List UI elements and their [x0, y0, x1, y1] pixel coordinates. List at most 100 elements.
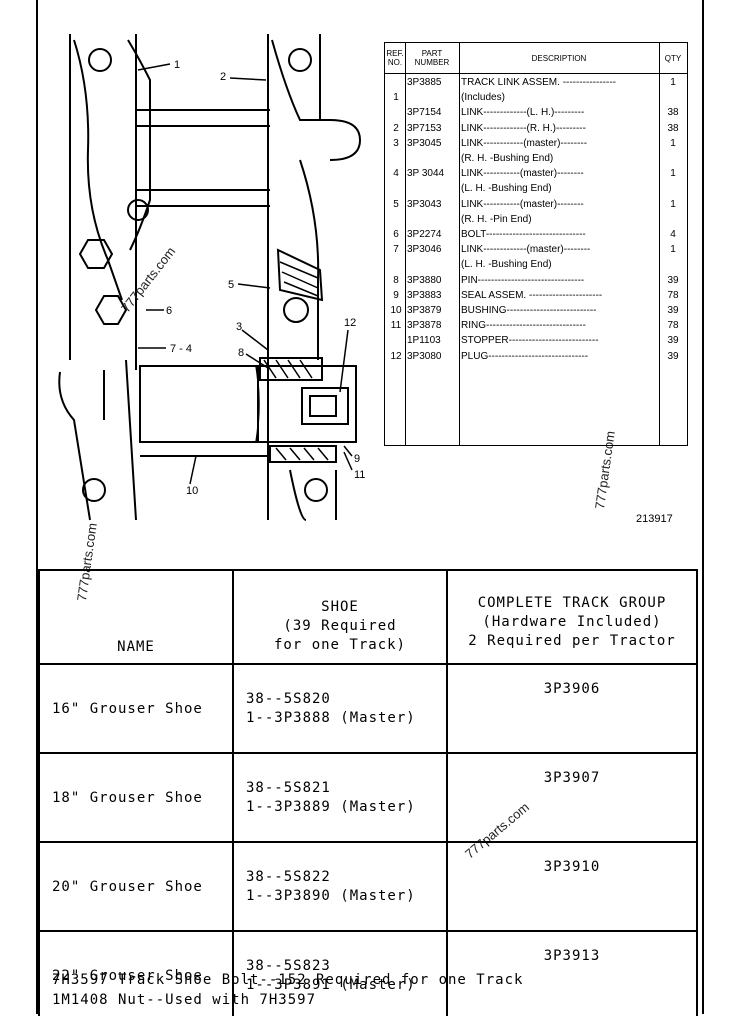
part-number: 3P3880: [407, 274, 442, 286]
part-description: (L. H. -Bushing End): [461, 183, 552, 195]
ref-number: 6: [393, 229, 399, 240]
part-number: 3P3879: [407, 305, 442, 316]
shoe-part-line: 1--3P3888 (Master): [246, 709, 416, 726]
callout-label: 6: [166, 305, 172, 317]
part-quantity: 39: [667, 335, 679, 347]
part-quantity: 4: [670, 229, 676, 240]
part-number: 3P 3044: [407, 168, 445, 180]
part-description: (R. H. -Pin End): [461, 213, 532, 225]
col-qty-header: QTY: [659, 43, 687, 74]
parts-list-table: REF. NO. PART NUMBER DESCRIPTION QTY 3P3…: [384, 42, 688, 446]
shoe-header-line: for one Track): [273, 637, 406, 653]
shoe-name: 22" Grouser Shoe: [38, 930, 234, 1016]
shoe-header-line: SHOE: [321, 599, 359, 615]
col-desc-header: DESCRIPTION: [459, 43, 659, 74]
part-quantity: 38: [667, 122, 679, 134]
hardware-note-line: 7H3597 Track Shoe Bolt--152 Required for…: [52, 972, 524, 988]
part-number: 3P2274: [407, 229, 442, 240]
callout-label: 2: [220, 71, 226, 83]
part-number: 3P3883: [407, 289, 442, 301]
callout-label: 11: [354, 469, 365, 481]
shoe-name: 20" Grouser Shoe: [38, 841, 234, 932]
part-description: (Includes): [461, 92, 505, 104]
part-number: 3P3885: [407, 77, 442, 88]
callout-label: 8: [238, 347, 244, 359]
part-number: 3P3045: [407, 137, 442, 149]
group-header: COMPLETE TRACK GROUP (Hardware Included)…: [446, 569, 698, 665]
part-description: PIN--------------------------------: [461, 274, 585, 286]
ref-number: 10: [390, 305, 402, 316]
drawing-number: 213917: [636, 513, 673, 525]
shoe-part-line: 38--5S823: [246, 957, 331, 974]
part-description: LINK-------------(R. H.)---------: [461, 122, 586, 134]
ref-number: 7: [393, 244, 399, 256]
hardware-note: 7H3597 Track Shoe Bolt--152 Required for…: [52, 970, 523, 1010]
part-description: RING------------------------------: [461, 320, 586, 332]
part-description: LINK-----------(master)--------: [461, 168, 584, 180]
track-link-drawing: 1 2 5 6 7 - 4 3 8 12 9 11 10: [58, 34, 365, 521]
list-item: 2 3P7153 LINK-------------(R. H.)---------…: [385, 121, 687, 136]
part-description: BOLT------------------------------: [461, 229, 586, 240]
part-number: 3P7154: [407, 107, 442, 119]
part-description: LINK-------------(L. H.)---------: [461, 107, 585, 119]
part-quantity: 39: [667, 305, 679, 316]
shoe-header: SHOE (39 Required for one Track): [232, 569, 448, 665]
track-group-number: 3P3907: [446, 752, 698, 843]
part-quantity: 1: [670, 198, 676, 210]
part-description: STOPPER---------------------------: [461, 335, 599, 347]
list-item: (R. H. -Bushing End): [385, 151, 687, 166]
ref-number: 11: [390, 320, 402, 332]
col-ref-header: REF. NO.: [385, 43, 405, 74]
part-description: PLUG------------------------------: [461, 350, 589, 362]
part-description: (L. H. -Bushing End): [461, 259, 552, 271]
part-number: 3P7153: [407, 122, 442, 134]
group-header-line: 2 Required per Tractor: [468, 633, 676, 649]
part-quantity: 1: [670, 137, 676, 149]
callout-label: 12: [344, 317, 356, 329]
group-header-line: (Hardware Included): [482, 614, 662, 630]
list-item: (L. H. -Bushing End): [385, 181, 687, 196]
list-item: (L. H. -Bushing End): [385, 257, 687, 272]
part-description: TRACK LINK ASSEM. ----------------: [461, 77, 616, 88]
part-number: 1P1103: [407, 335, 441, 347]
ref-number: 3: [393, 137, 399, 149]
track-group-number: 3P3910: [446, 841, 698, 932]
page-frame: [36, 0, 704, 1014]
part-description: SEAL ASSEM. ----------------------: [461, 289, 603, 301]
part-number: 3P3046: [407, 244, 442, 256]
part-quantity: 78: [667, 320, 679, 332]
shoe-part-line: 1--3P3891 (Master): [246, 976, 416, 993]
part-quantity: 1: [670, 168, 676, 180]
shoe-table: NAME SHOE (39 Required for one Track) CO…: [38, 569, 698, 1016]
group-header-line: COMPLETE TRACK GROUP: [477, 595, 667, 611]
part-quantity: 39: [667, 350, 679, 362]
part-quantity: 38: [667, 107, 679, 119]
part-description: (R. H. -Bushing End): [461, 153, 554, 164]
track-group-number: 3P3906: [446, 663, 698, 754]
list-item: 9 3P3883 SEAL ASSEM. ---------------------…: [385, 288, 687, 303]
list-item: 11 3P3878 RING----------------------------…: [385, 318, 687, 333]
shoe-header-line: (39 Required: [283, 618, 397, 634]
shoe-table-header: NAME SHOE (39 Required for one Track) CO…: [38, 569, 698, 665]
list-item: 1P1103 STOPPER---------------------------…: [385, 333, 687, 348]
shoe-parts: 38--5S823 1--3P3891 (Master): [232, 930, 448, 1016]
part-number: 3P3878: [407, 320, 442, 332]
shoe-part-line: 1--3P3890 (Master): [246, 887, 416, 904]
ref-number: 9: [393, 289, 399, 301]
shoe-part-line: 1--3P3889 (Master): [246, 798, 416, 815]
hardware-note-line: 1M1408 Nut--Used with 7H3597: [52, 992, 317, 1008]
list-item: 3P7154 LINK-------------(L. H.)--------- 3…: [385, 105, 687, 120]
shoe-part-line: 38--5S821: [246, 779, 331, 796]
ref-number: 2: [393, 122, 399, 134]
shoe-parts: 38--5S821 1--3P3889 (Master): [232, 752, 448, 843]
